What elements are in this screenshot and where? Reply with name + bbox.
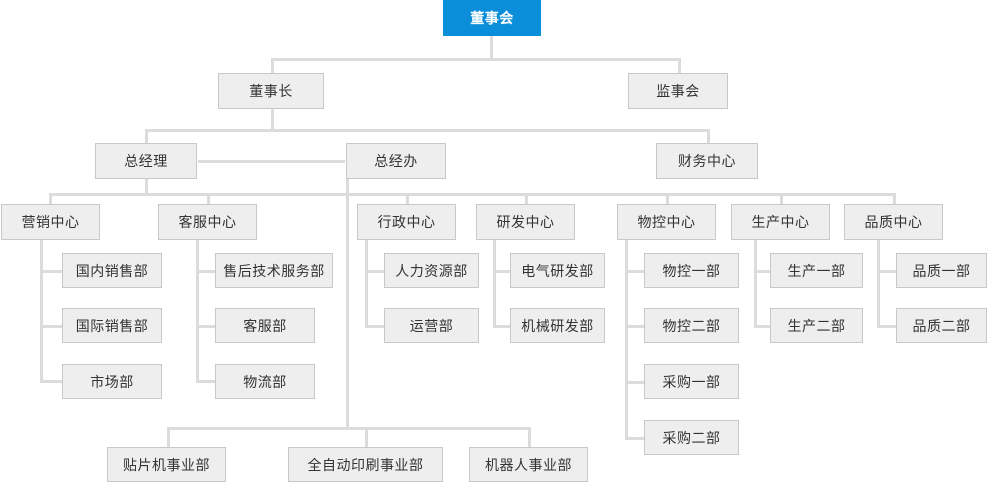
connector-production-stub-1 bbox=[754, 270, 771, 273]
connector-rd-stub-2 bbox=[493, 325, 511, 328]
connector-robot-up bbox=[528, 427, 531, 447]
node-purchasing-1[interactable]: 采购一部 bbox=[644, 364, 739, 399]
connector-service-stub-1 bbox=[196, 270, 216, 273]
connector-marketing-trunk bbox=[40, 239, 43, 383]
node-printing-division[interactable]: 全自动印刷事业部 bbox=[288, 447, 443, 482]
connector-service-stub-3 bbox=[196, 380, 216, 383]
connector-admin-stub-1 bbox=[365, 270, 385, 273]
connector-gm-up bbox=[145, 129, 148, 144]
connector-rd-up bbox=[525, 193, 528, 204]
connector-admin-up bbox=[406, 193, 409, 204]
connector-finance-up bbox=[707, 129, 710, 144]
node-chairman[interactable]: 董事长 bbox=[218, 73, 324, 109]
connector-gm-down bbox=[145, 179, 148, 194]
connector-service-trunk bbox=[196, 239, 199, 383]
connector-marketing-stub-3 bbox=[40, 380, 63, 383]
connector-material-trunk bbox=[625, 239, 628, 438]
connector-material-stub-3 bbox=[625, 381, 645, 384]
connector-admin-stub-2 bbox=[365, 325, 385, 328]
node-logistics-dept[interactable]: 物流部 bbox=[215, 364, 315, 399]
node-international-sales[interactable]: 国际销售部 bbox=[62, 308, 162, 343]
connector-production-trunk bbox=[754, 239, 757, 328]
connector-marketing-stub-2 bbox=[40, 325, 63, 328]
node-marketing-center[interactable]: 营销中心 bbox=[1, 204, 100, 240]
node-smt-division[interactable]: 贴片机事业部 bbox=[107, 447, 226, 482]
connector-chairman-down bbox=[271, 109, 274, 129]
node-material-2[interactable]: 物控二部 bbox=[644, 308, 739, 343]
node-electrical-rd[interactable]: 电气研发部 bbox=[510, 253, 605, 288]
connector-printing-up bbox=[365, 427, 368, 447]
node-material-center[interactable]: 物控中心 bbox=[617, 204, 716, 240]
node-robot-division[interactable]: 机器人事业部 bbox=[469, 447, 588, 482]
connector-gm-to-gmoffice bbox=[198, 160, 345, 163]
node-market-dept[interactable]: 市场部 bbox=[62, 364, 162, 399]
connector-rd-trunk bbox=[493, 239, 496, 328]
connector-smt-up bbox=[167, 427, 170, 447]
connector-service-up bbox=[207, 193, 210, 204]
connector-level3-bus bbox=[145, 129, 710, 132]
connector-rd-stub-1 bbox=[493, 270, 511, 273]
node-mechanical-rd[interactable]: 机械研发部 bbox=[510, 308, 605, 343]
node-supervisors[interactable]: 监事会 bbox=[628, 73, 728, 109]
connector-production-up bbox=[780, 193, 783, 204]
connector-marketing-up bbox=[49, 193, 52, 204]
connector-production-stub-2 bbox=[754, 325, 771, 328]
connector-material-stub-4 bbox=[625, 437, 645, 440]
node-board[interactable]: 董事会 bbox=[443, 0, 541, 36]
connector-board-down bbox=[490, 36, 493, 58]
node-after-sales-tech[interactable]: 售后技术服务部 bbox=[215, 253, 333, 288]
connector-supervisors-up bbox=[678, 58, 681, 73]
node-production-2[interactable]: 生产二部 bbox=[770, 308, 863, 343]
node-production-1[interactable]: 生产一部 bbox=[770, 253, 863, 288]
connector-level4-bus bbox=[49, 193, 894, 196]
connector-marketing-stub-1 bbox=[40, 270, 63, 273]
connector-chairman-up bbox=[271, 58, 274, 73]
connector-service-stub-2 bbox=[196, 325, 216, 328]
connector-admin-trunk bbox=[365, 239, 368, 328]
node-material-1[interactable]: 物控一部 bbox=[644, 253, 739, 288]
node-gm-office[interactable]: 总经办 bbox=[346, 143, 446, 179]
connector-material-stub-2 bbox=[625, 325, 645, 328]
connector-level2-bus bbox=[271, 58, 680, 61]
node-quality-2[interactable]: 品质二部 bbox=[896, 308, 987, 343]
node-domestic-sales[interactable]: 国内销售部 bbox=[62, 253, 162, 288]
node-purchasing-2[interactable]: 采购二部 bbox=[644, 420, 739, 455]
node-quality-center[interactable]: 品质中心 bbox=[844, 204, 943, 240]
connector-quality-stub-1 bbox=[877, 270, 897, 273]
connector-gmoffice-trunk bbox=[346, 179, 349, 430]
node-rd-center[interactable]: 研发中心 bbox=[476, 204, 575, 240]
node-production-center[interactable]: 生产中心 bbox=[731, 204, 830, 240]
node-customer-service-dept[interactable]: 客服部 bbox=[215, 308, 315, 343]
node-finance-center[interactable]: 财务中心 bbox=[656, 143, 758, 179]
node-general-manager[interactable]: 总经理 bbox=[95, 143, 197, 179]
node-quality-1[interactable]: 品质一部 bbox=[896, 253, 987, 288]
node-service-center[interactable]: 客服中心 bbox=[158, 204, 257, 240]
connector-quality-up bbox=[893, 193, 896, 204]
node-admin-center[interactable]: 行政中心 bbox=[357, 204, 456, 240]
node-operations-dept[interactable]: 运营部 bbox=[384, 308, 479, 343]
connector-material-up bbox=[666, 193, 669, 204]
connector-material-stub-1 bbox=[625, 270, 645, 273]
connector-quality-trunk bbox=[877, 239, 880, 328]
node-hr-dept[interactable]: 人力资源部 bbox=[384, 253, 479, 288]
connector-division-bus bbox=[167, 427, 529, 430]
connector-quality-stub-2 bbox=[877, 325, 897, 328]
